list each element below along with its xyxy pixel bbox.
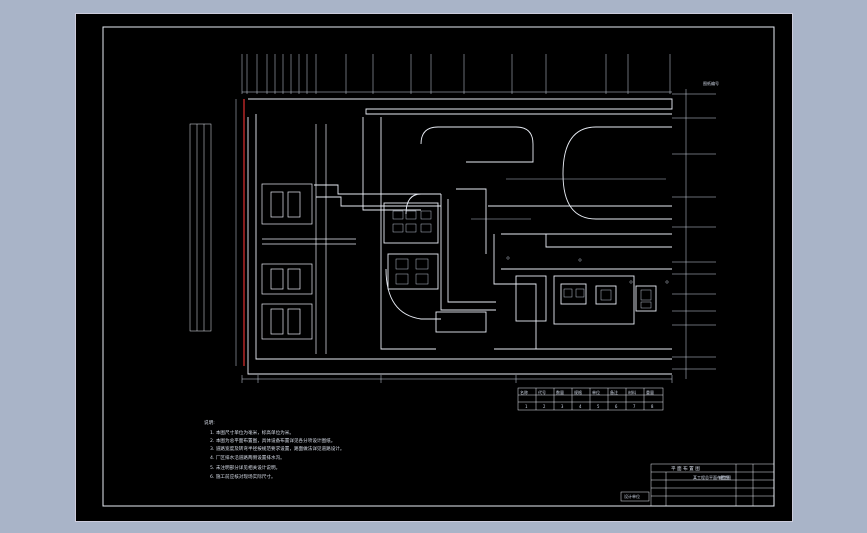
table-header: 单位 xyxy=(592,389,600,395)
note-line: 6. 施工前应核对现场实际尺寸。 xyxy=(210,473,276,480)
table-cell: 2 xyxy=(543,404,546,409)
note-line: 2. 本图为总平面布置图，具体设备布置详见各分项设计图纸。 xyxy=(210,437,335,444)
top-dimension-ticks xyxy=(241,54,672,94)
table-cell: 3 xyxy=(561,404,564,409)
note-line: 3. 道路宽度及转弯半径按规范要求设置，路面做法详见道路设计。 xyxy=(210,445,344,452)
drawing-sheet[interactable]: 图纸编号 xyxy=(75,13,793,522)
site-plan xyxy=(247,98,673,375)
table-value-row: 1 2 3 4 5 6 7 8 xyxy=(525,404,654,409)
title-block-project: 某工程总平面布置图 xyxy=(693,474,729,480)
bottom-dimension-line xyxy=(241,375,673,383)
notes-title: 说明: xyxy=(204,419,215,426)
table-cell: 6 xyxy=(615,404,618,409)
equipment-details xyxy=(392,178,669,309)
drawing-canvas: 图纸编号 xyxy=(102,26,775,507)
note-line: 5. 未注明部分详见相关设计说明。 xyxy=(210,464,280,471)
title-block-stage: 施工图 xyxy=(719,474,731,480)
title-block-title: 平 面 布 置 图 xyxy=(671,465,700,472)
table-header: 规格 xyxy=(574,389,582,395)
table-header: 备注 xyxy=(610,389,618,395)
table-cell: 7 xyxy=(633,404,636,409)
left-legend-table xyxy=(189,123,212,332)
inner-frame xyxy=(102,26,775,507)
design-notes: 说明: 1. 本图尺寸单位为毫米，标高单位为米。 2. 本图为总平面布置图，具体… xyxy=(204,419,344,480)
table-header-row: 名称 代号 数量 规格 单位 备注 材料 重量 xyxy=(520,389,654,395)
table-header: 材料 xyxy=(628,389,636,395)
right-dimension-column xyxy=(672,89,716,379)
materials-table xyxy=(517,387,664,411)
table-cell: 5 xyxy=(597,404,600,409)
table-cell: 8 xyxy=(651,404,654,409)
table-header: 代号 xyxy=(538,389,546,395)
table-header: 数量 xyxy=(556,389,564,395)
title-block-frame xyxy=(620,463,775,507)
table-cell: 4 xyxy=(579,404,582,409)
table-header: 名称 xyxy=(520,389,528,395)
note-line: 4. 厂区排水沿道路两侧设置排水沟。 xyxy=(210,454,285,461)
corner-label: 图纸编号 xyxy=(703,80,719,86)
table-cell: 1 xyxy=(525,404,528,409)
table-header: 重量 xyxy=(646,389,654,395)
left-buildings xyxy=(261,124,356,354)
title-block-stamp: 设计单位 xyxy=(624,493,640,499)
note-line: 1. 本图尺寸单位为毫米，标高单位为米。 xyxy=(210,429,294,436)
